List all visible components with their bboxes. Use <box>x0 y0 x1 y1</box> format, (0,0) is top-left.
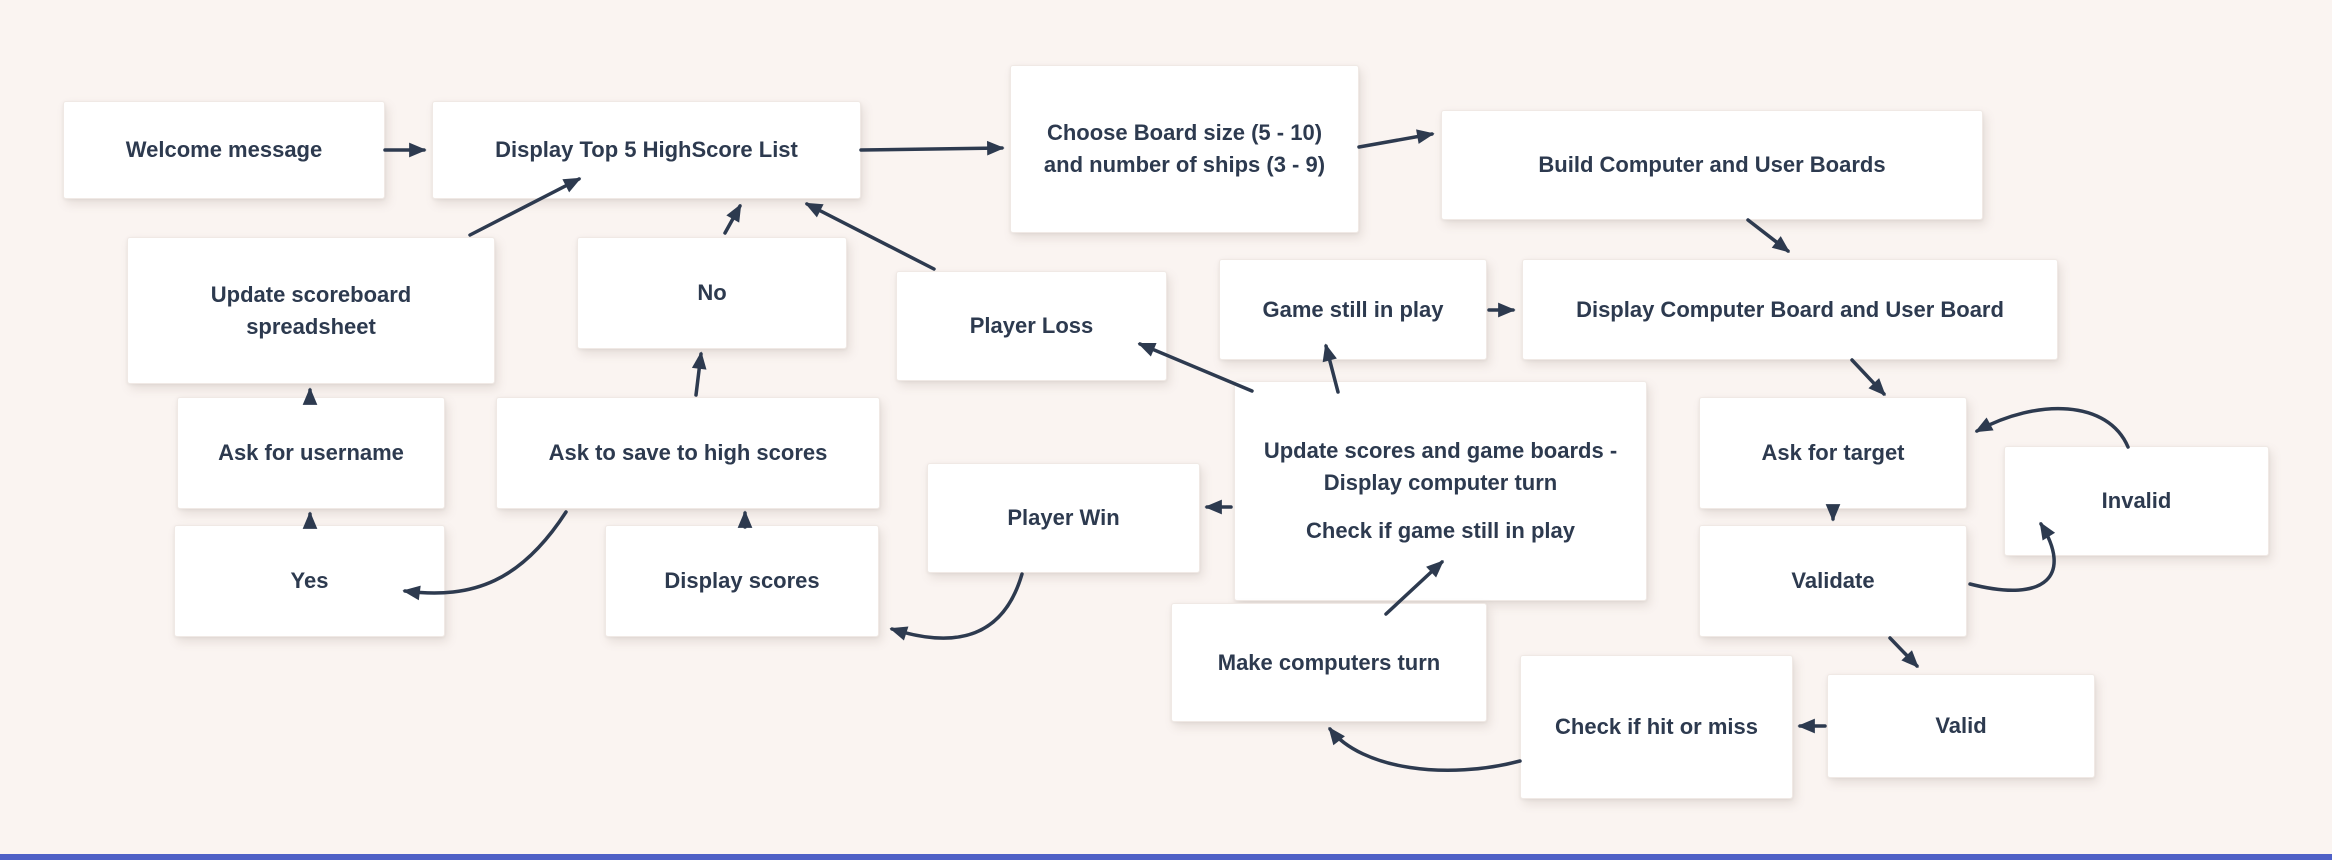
node-update-scores-line2: Check if game still in play <box>1306 517 1575 543</box>
node-update-scores-check-game[interactable]: Update scores and game boards - Display … <box>1234 381 1647 601</box>
arrow-choose-board-to-build-boards <box>1357 129 1435 149</box>
node-game-still-in-play-label: Game still in play <box>1262 296 1444 322</box>
node-game-still-in-play[interactable]: Game still in play <box>1219 259 1487 360</box>
node-ask-for-username-label: Ask for username <box>218 440 404 466</box>
node-validate[interactable]: Validate <box>1699 525 1967 637</box>
node-no-label: No <box>697 280 727 306</box>
node-display-boards-label: Display Computer Board and User Board <box>1576 296 2004 322</box>
node-player-loss[interactable]: Player Loss <box>896 271 1167 381</box>
node-ask-to-save-high-scores-label: Ask to save to high scores <box>548 440 828 466</box>
node-player-win-label: Player Win <box>1007 505 1120 531</box>
node-update-scoreboard-spreadsheet[interactable]: Update scoreboard spreadsheet <box>127 237 495 384</box>
arrow-invalid-to-ask-target <box>1974 406 2130 449</box>
arrow-ask-save-to-no <box>691 351 707 397</box>
arrow-top5-to-choose-board <box>859 140 1005 156</box>
node-display-top5-highscore-list[interactable]: Display Top 5 HighScore List <box>432 101 861 199</box>
node-no[interactable]: No <box>577 237 847 349</box>
node-check-hit-or-miss-label: Check if hit or miss <box>1555 714 1758 740</box>
node-invalid-label: Invalid <box>2101 488 2172 514</box>
node-valid-label: Valid <box>1935 713 1987 739</box>
node-update-scoreboard-spreadsheet-label: Update scoreboard spreadsheet <box>210 281 412 339</box>
node-player-win[interactable]: Player Win <box>927 463 1200 573</box>
node-check-hit-or-miss[interactable]: Check if hit or miss <box>1520 655 1793 799</box>
node-welcome-message[interactable]: Welcome message <box>63 101 385 199</box>
arrow-display-boards-to-ask-target <box>1850 358 1886 396</box>
node-build-boards-label: Build Computer and User Boards <box>1538 152 1886 178</box>
node-ask-for-target-label: Ask for target <box>1761 440 1905 466</box>
arrow-player-win-to-display-scores <box>889 572 1024 641</box>
node-make-computers-turn[interactable]: Make computers turn <box>1171 603 1487 722</box>
node-welcome-message-label: Welcome message <box>125 137 323 163</box>
node-ask-for-target[interactable]: Ask for target <box>1699 397 1967 509</box>
node-make-computers-turn-label: Make computers turn <box>1217 649 1441 675</box>
arrow-no-to-top5 <box>723 203 742 235</box>
node-build-boards[interactable]: Build Computer and User Boards <box>1441 110 1983 220</box>
node-yes-label: Yes <box>290 568 329 594</box>
node-invalid[interactable]: Invalid <box>2004 446 2269 556</box>
node-display-scores-label: Display scores <box>664 568 820 594</box>
node-validate-label: Validate <box>1791 568 1875 594</box>
node-player-loss-label: Player Loss <box>969 313 1094 339</box>
node-display-scores[interactable]: Display scores <box>605 525 879 637</box>
node-choose-board-size[interactable]: Choose Board size (5 - 10) and number of… <box>1010 65 1359 233</box>
node-valid[interactable]: Valid <box>1827 674 2095 778</box>
node-display-boards[interactable]: Display Computer Board and User Board <box>1522 259 2058 360</box>
arrow-build-boards-to-display-boards <box>1746 218 1791 253</box>
node-choose-board-size-label: Choose Board size (5 - 10) and number of… <box>1043 120 1326 177</box>
node-update-scores-line1: Update scores and game boards - Display … <box>1263 438 1618 496</box>
horizontal-scrollbar[interactable] <box>0 854 2332 860</box>
node-display-top5-highscore-list-label: Display Top 5 HighScore List <box>495 137 798 163</box>
node-yes[interactable]: Yes <box>174 525 445 637</box>
node-ask-to-save-high-scores[interactable]: Ask to save to high scores <box>496 397 880 509</box>
node-ask-for-username[interactable]: Ask for username <box>177 397 445 509</box>
arrow-check-hit-to-computers-turn <box>1328 726 1522 773</box>
arrow-validate-to-valid <box>1888 636 1919 668</box>
